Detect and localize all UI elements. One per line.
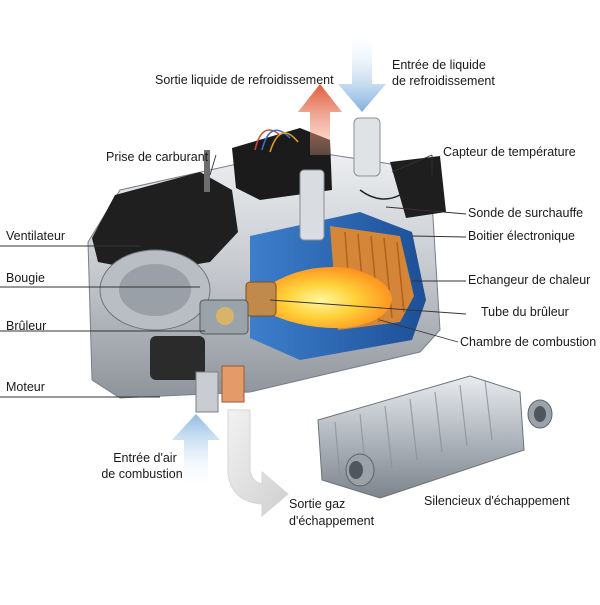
heat-exchanger [245,212,426,360]
muffler [317,375,553,499]
label-air-intake-line1: Entrée d'air [113,451,177,465]
label-exhaust-out-line1: Sortie gaz [289,497,346,511]
label-burner-tube: Tube du brûleur [481,305,569,319]
label-combustion-chamber: Chambre de combustion [460,335,597,349]
coolant-out-arrow [298,84,342,155]
internal-components [150,117,401,380]
burner-flame [262,266,392,329]
label-motor: Moteur [6,380,45,394]
label-control-unit: Boitier électronique [468,229,576,243]
label-heat-exchanger: Echangeur de chaleur [468,273,591,287]
label-muffler: Silencieux d'échappement [424,494,570,508]
label-air-intake-line2: de combustion [101,467,183,481]
label-burner: Brûleur [6,319,47,333]
label-glow-plug: Bougie [6,271,45,285]
label-overheat-probe: Sonde de surchauffe [468,206,584,220]
label-fuel-inlet: Prise de carburant [106,150,209,164]
exhaust-arrow [227,409,289,518]
label-fan: Ventilateur [6,229,66,243]
leader-lines [0,154,467,398]
label-temperature-sensor: Capteur de température [443,145,576,159]
label-coolant-in-line1: Entrée de liquide [392,58,486,72]
air-intake-arrow [172,414,220,490]
bottom-pipes [195,365,245,413]
label-exhaust-out-line2: d'échappement [289,514,375,528]
label-coolant-out: Sortie liquide de refroidissement [155,73,334,87]
motor [150,336,205,380]
label-coolant-in-line2: de refroidissement [392,74,495,88]
coolant-in-arrow [338,36,386,112]
fuel-inlet-pipe [204,150,210,192]
